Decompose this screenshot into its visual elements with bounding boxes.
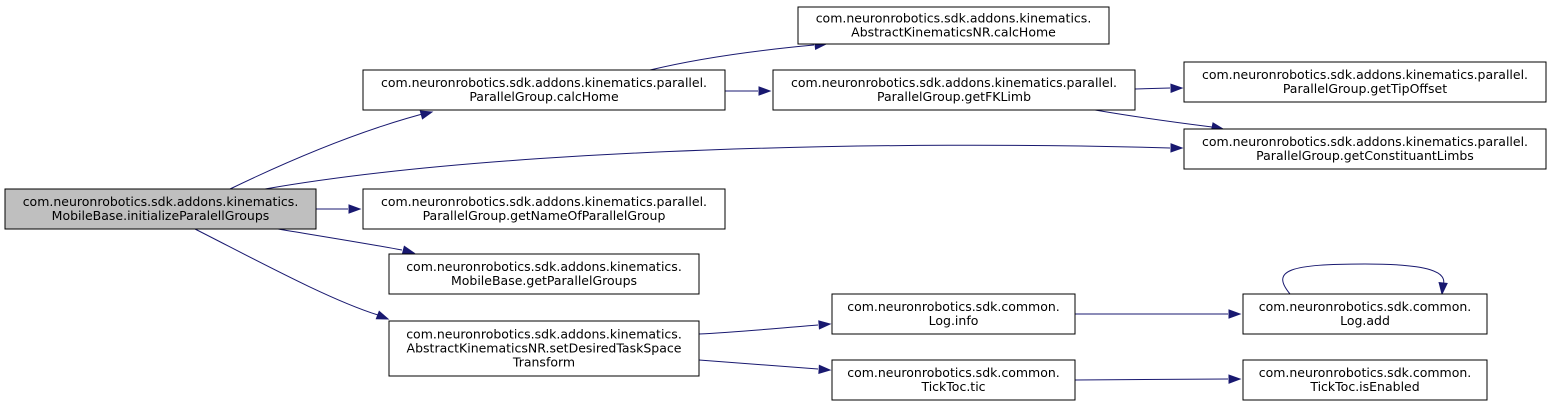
node-label-line: ParallelGroup.getNameOfParallelGroup	[423, 208, 666, 223]
edge-line	[1094, 109, 1213, 128]
arrowhead-icon	[1438, 282, 1448, 296]
node-label-line: MobileBase.getParallelGroups	[451, 273, 637, 288]
node-box	[1242, 359, 1488, 401]
node-n11[interactable]: com.neuronrobotics.sdk.common.TickToc.ti…	[831, 359, 1076, 401]
node-label-line: com.neuronrobotics.sdk.addons.kinematics…	[1202, 134, 1528, 149]
arrowhead-icon	[419, 110, 434, 120]
node-n3[interactable]: com.neuronrobotics.sdk.addons.kinematics…	[772, 69, 1136, 111]
edge-n10-n10	[1282, 263, 1448, 296]
nodes-layer: com.neuronrobotics.sdk.addons.kinematics…	[4, 6, 1547, 401]
node-label-line: com.neuronrobotics.sdk.addons.kinematics…	[791, 75, 1117, 90]
edge-line	[1134, 87, 1171, 90]
edge-n0-n6	[316, 204, 362, 214]
arrowhead-icon	[818, 320, 832, 330]
edge-n0-n5	[264, 143, 1184, 190]
edge-n1-n2	[649, 40, 828, 71]
node-label-line: ParallelGroup.getConstituantLimbs	[1256, 148, 1474, 163]
node-n5[interactable]: com.neuronrobotics.sdk.addons.kinematics…	[1183, 128, 1547, 170]
node-box	[831, 359, 1076, 401]
arrowhead-icon	[1228, 309, 1242, 319]
edge-n0-n7	[277, 228, 416, 255]
node-box	[362, 188, 726, 230]
edge-n0-n8	[194, 228, 390, 320]
arrowhead-icon	[348, 204, 362, 214]
node-n1[interactable]: com.neuronrobotics.sdk.addons.kinematics…	[362, 69, 726, 111]
node-n8[interactable]: com.neuronrobotics.sdk.addons.kinematics…	[388, 320, 700, 377]
node-box	[1242, 293, 1488, 335]
node-label-line: Log.add	[1340, 313, 1390, 328]
node-label-line: ParallelGroup.getFKLimb	[877, 89, 1031, 104]
edge-n8-n9	[698, 320, 832, 335]
node-label-line: Log.info	[929, 313, 979, 328]
node-n2[interactable]: com.neuronrobotics.sdk.addons.kinematics…	[797, 6, 1110, 45]
node-label-line: AbstractKinematicsNR.calcHome	[851, 25, 1056, 40]
node-label-line: ParallelGroup.getTipOffset	[1283, 81, 1447, 96]
edge-line	[229, 111, 431, 190]
node-n12[interactable]: com.neuronrobotics.sdk.common.TickToc.is…	[1242, 359, 1488, 401]
node-label-line: MobileBase.initializeParalellGroups	[52, 208, 270, 223]
arrowhead-icon	[758, 86, 772, 96]
edge-line	[649, 44, 815, 71]
edge-n3-n4	[1134, 83, 1184, 93]
edge-n3-n5	[1094, 109, 1225, 132]
arrowhead-icon	[375, 310, 390, 320]
node-label-line: com.neuronrobotics.sdk.addons.kinematics…	[1202, 67, 1528, 82]
edge-line	[1074, 378, 1229, 381]
node-n10[interactable]: com.neuronrobotics.sdk.common.Log.add	[1242, 293, 1488, 335]
node-label-line: com.neuronrobotics.sdk.addons.kinematics…	[406, 327, 682, 342]
edge-line	[1282, 263, 1445, 295]
node-label-line: TickToc.tic	[920, 379, 985, 394]
arrowhead-icon	[401, 245, 416, 255]
node-box	[1183, 61, 1547, 103]
edge-n9-n10	[1075, 309, 1242, 319]
node-n9[interactable]: com.neuronrobotics.sdk.common.Log.info	[831, 293, 1076, 335]
node-n0[interactable]: com.neuronrobotics.sdk.addons.kinematics…	[4, 188, 317, 230]
node-n6[interactable]: com.neuronrobotics.sdk.addons.kinematics…	[362, 188, 726, 230]
node-label-line: TickToc.isEnabled	[1309, 379, 1419, 394]
node-box	[772, 69, 1136, 111]
node-box	[388, 253, 700, 295]
edge-line	[698, 324, 819, 335]
arrowhead-icon	[1170, 143, 1184, 153]
node-label-line: com.neuronrobotics.sdk.addons.kinematics…	[381, 75, 707, 90]
node-n7[interactable]: com.neuronrobotics.sdk.addons.kinematics…	[388, 253, 700, 295]
node-box	[1183, 128, 1547, 170]
arrowhead-icon	[1228, 374, 1242, 384]
node-box	[797, 6, 1110, 45]
node-label-line: com.neuronrobotics.sdk.addons.kinematics…	[23, 194, 299, 209]
node-label-line: com.neuronrobotics.sdk.common.	[1259, 299, 1472, 314]
arrowhead-icon	[1170, 83, 1184, 93]
node-box	[388, 320, 700, 377]
node-n4[interactable]: com.neuronrobotics.sdk.addons.kinematics…	[1183, 61, 1547, 103]
node-label-line: AbstractKinematicsNR.setDesiredTaskSpace	[407, 341, 682, 356]
edge-n1-n3	[725, 86, 772, 96]
edge-line	[277, 228, 403, 251]
edge-line	[698, 359, 819, 370]
node-box	[831, 293, 1076, 335]
node-box	[4, 188, 317, 230]
edge-line	[264, 144, 1171, 190]
node-label-line: Transform	[512, 355, 575, 370]
edge-line	[194, 228, 379, 316]
node-label-line: com.neuronrobotics.sdk.common.	[1259, 365, 1472, 380]
node-label-line: com.neuronrobotics.sdk.addons.kinematics…	[406, 259, 682, 274]
node-box	[362, 69, 726, 111]
node-label-line: com.neuronrobotics.sdk.common.	[847, 365, 1060, 380]
node-label-line: ParallelGroup.calcHome	[469, 89, 619, 104]
arrowhead-icon	[818, 364, 832, 374]
edges-layer	[194, 40, 1448, 384]
node-label-line: com.neuronrobotics.sdk.addons.kinematics…	[381, 194, 707, 209]
edge-n11-n12	[1074, 374, 1242, 384]
node-label-line: com.neuronrobotics.sdk.common.	[847, 299, 1060, 314]
node-label-line: com.neuronrobotics.sdk.addons.kinematics…	[816, 11, 1092, 26]
edge-n8-n11	[698, 359, 832, 374]
edge-n0-n1	[229, 110, 434, 190]
